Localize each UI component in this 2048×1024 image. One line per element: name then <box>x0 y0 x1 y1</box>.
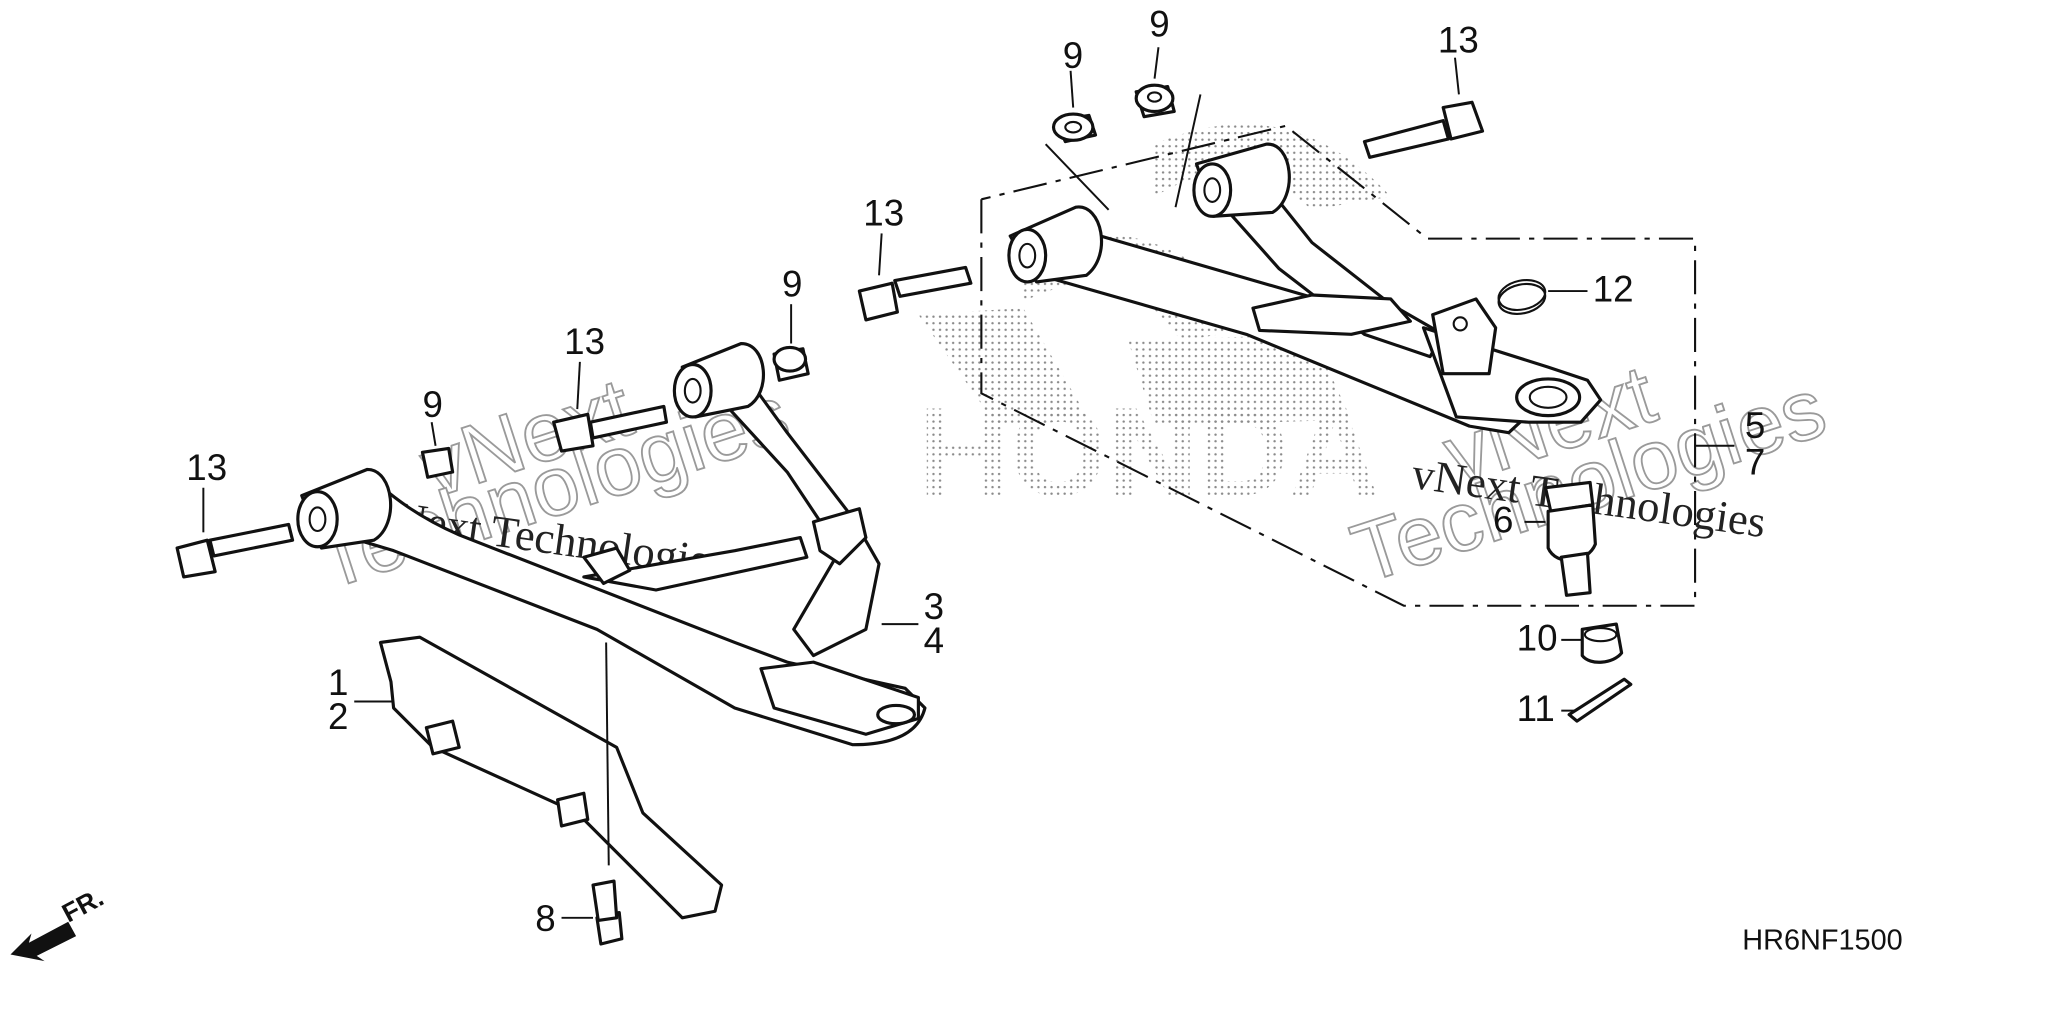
callout-5: 5 <box>1745 405 1765 446</box>
callout-9-middle: 9 <box>782 263 802 304</box>
brand-watermark-text: HONDA <box>918 382 1380 523</box>
front-marker-label: FR. <box>57 882 108 928</box>
callout-6: 6 <box>1493 499 1513 540</box>
callout-9-top-right: 9 <box>1149 4 1169 45</box>
upper-hardware <box>857 83 1633 723</box>
leader-lines <box>202 47 1735 919</box>
callout-7: 7 <box>1745 442 1765 483</box>
callout-8: 8 <box>535 898 555 939</box>
callout-4: 4 <box>924 620 944 661</box>
callout-10: 10 <box>1517 617 1558 658</box>
callout-2: 2 <box>328 696 348 737</box>
lower-arm <box>296 341 927 747</box>
lower-hardware <box>175 345 810 579</box>
callout-13-top: 13 <box>1438 19 1479 60</box>
callout-3: 3 <box>924 586 944 627</box>
callout-1: 1 <box>328 662 348 703</box>
callouts: 1 2 3 4 5 6 7 8 9 9 9 9 10 11 12 13 13 1… <box>186 4 1765 939</box>
callout-9-top-left: 9 <box>1063 35 1083 76</box>
callout-13-left: 13 <box>564 321 605 362</box>
callout-12: 12 <box>1593 269 1634 310</box>
upper-arm-assembly-box <box>980 124 1697 607</box>
upper-arm <box>1007 142 1603 435</box>
callout-9-left: 9 <box>422 384 442 425</box>
front-direction-marker: FR. <box>10 882 108 962</box>
callout-11: 11 <box>1517 688 1555 729</box>
callout-13-far-left: 13 <box>186 447 227 488</box>
diagram-code: HR6NF1500 <box>1742 924 1902 956</box>
callout-13-middle: 13 <box>863 193 904 234</box>
front-direction-arrow-icon <box>10 921 77 962</box>
skid-plate <box>378 635 724 946</box>
